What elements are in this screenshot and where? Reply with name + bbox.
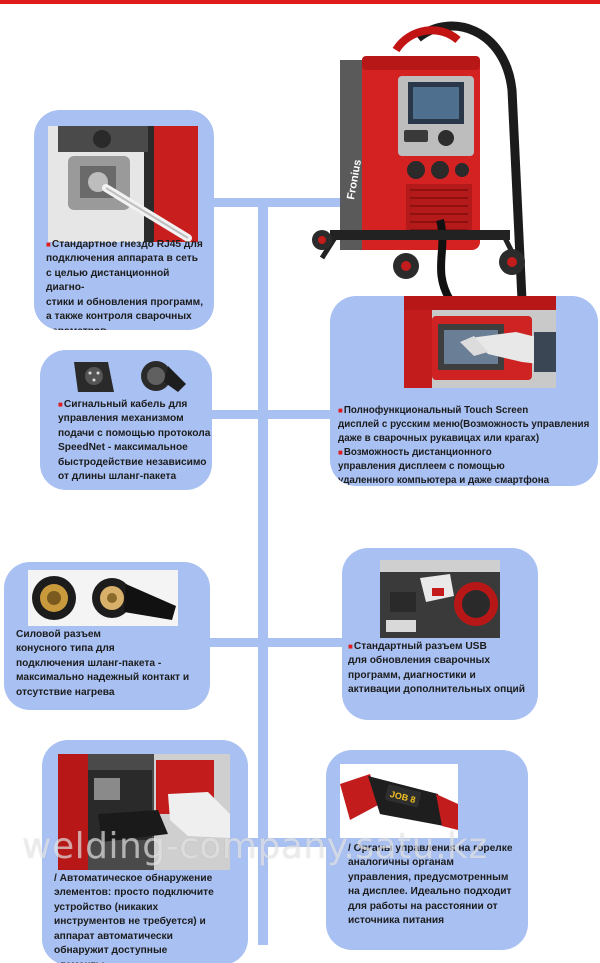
bullet-marker: ■ (58, 400, 63, 409)
power-connector-image (28, 570, 178, 626)
autodetect-image (58, 754, 230, 870)
welding-machine-image: Fronius (300, 20, 550, 300)
usb-port-image (380, 560, 500, 638)
feature-card-touchscreen: ■Полнофункциональный Touch Screen диспле… (330, 296, 598, 486)
torch-description: / Органы управления на горелке аналогичн… (348, 843, 513, 927)
feature-card-rj45: ■Стандартное гнездо RJ45 для подключения… (34, 110, 214, 330)
usb-description: ■Стандартный разъем USB для обновления с… (348, 641, 526, 696)
signal-description: ■Сигнальный кабель для управления механи… (58, 399, 211, 483)
connector-h-rj45 (210, 198, 380, 207)
feature-card-usb: ■Стандартный разъем USB для обновления с… (342, 548, 538, 720)
bullet-marker: ■ (348, 642, 353, 651)
connector-h-auto (220, 838, 330, 847)
bullet-marker: ■ (338, 447, 343, 457)
connector-h-power (205, 638, 345, 647)
touchscreen-description: ■Полнофункциональный Touch Screen диспле… (338, 405, 590, 486)
rj45-socket-image (48, 126, 198, 242)
connector-h-signal (208, 410, 343, 419)
power-description: Силовой разъем конусного типа для подклю… (16, 629, 190, 698)
feature-card-signal: ■Сигнальный кабель для управления механи… (40, 350, 212, 490)
feature-card-torch: JOB 8 / Органы управления на горелке ана… (326, 750, 528, 950)
autodetect-description: / Автоматическое обнаружение элементов: … (54, 873, 214, 963)
rj45-description: ■Стандартное гнездо RJ45 для подключения… (46, 239, 204, 330)
bullet-marker: ■ (46, 240, 51, 249)
connector-trunk (258, 200, 268, 945)
signal-cable-image (68, 356, 190, 396)
top-red-bar (0, 0, 600, 4)
feature-card-power: Силовой разъем конусного типа для подклю… (4, 562, 210, 710)
touchscreen-image (404, 296, 556, 388)
bullet-marker: ■ (338, 406, 343, 415)
torch-controls-image: JOB 8 (340, 764, 458, 838)
feature-card-autodetect: / Автоматическое обнаружение элементов: … (42, 740, 248, 963)
